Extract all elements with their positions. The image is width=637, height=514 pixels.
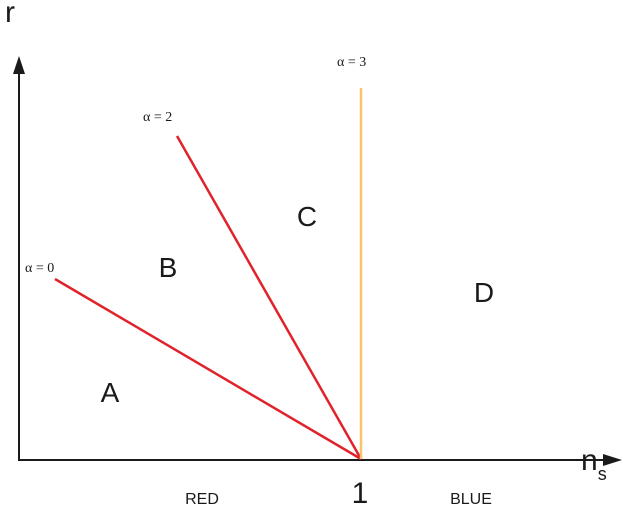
x-axis-label-main: n (581, 444, 598, 477)
x-axis-label: ns (581, 444, 607, 484)
x-tick-label-one: 1 (352, 477, 369, 510)
y-axis-label: r (5, 0, 15, 29)
region-label-c: C (297, 201, 317, 232)
region-label-b: B (159, 252, 178, 283)
label-alpha-0: α = 0 (25, 261, 54, 276)
bottom-label-red: RED (185, 491, 219, 508)
line-alpha-2 (175, 135, 363, 460)
region-label-d: D (474, 277, 494, 308)
x-axis-arrowhead (603, 454, 622, 466)
x-axis-label-subscript: s (598, 464, 607, 484)
y-axis-arrowhead (13, 56, 25, 74)
label-alpha-3: α = 3 (337, 55, 366, 70)
line-alpha-0 (54, 277, 362, 461)
bottom-label-blue: BLUE (450, 491, 492, 508)
label-alpha-2: α = 2 (143, 110, 172, 125)
region-label-a: A (101, 377, 120, 408)
